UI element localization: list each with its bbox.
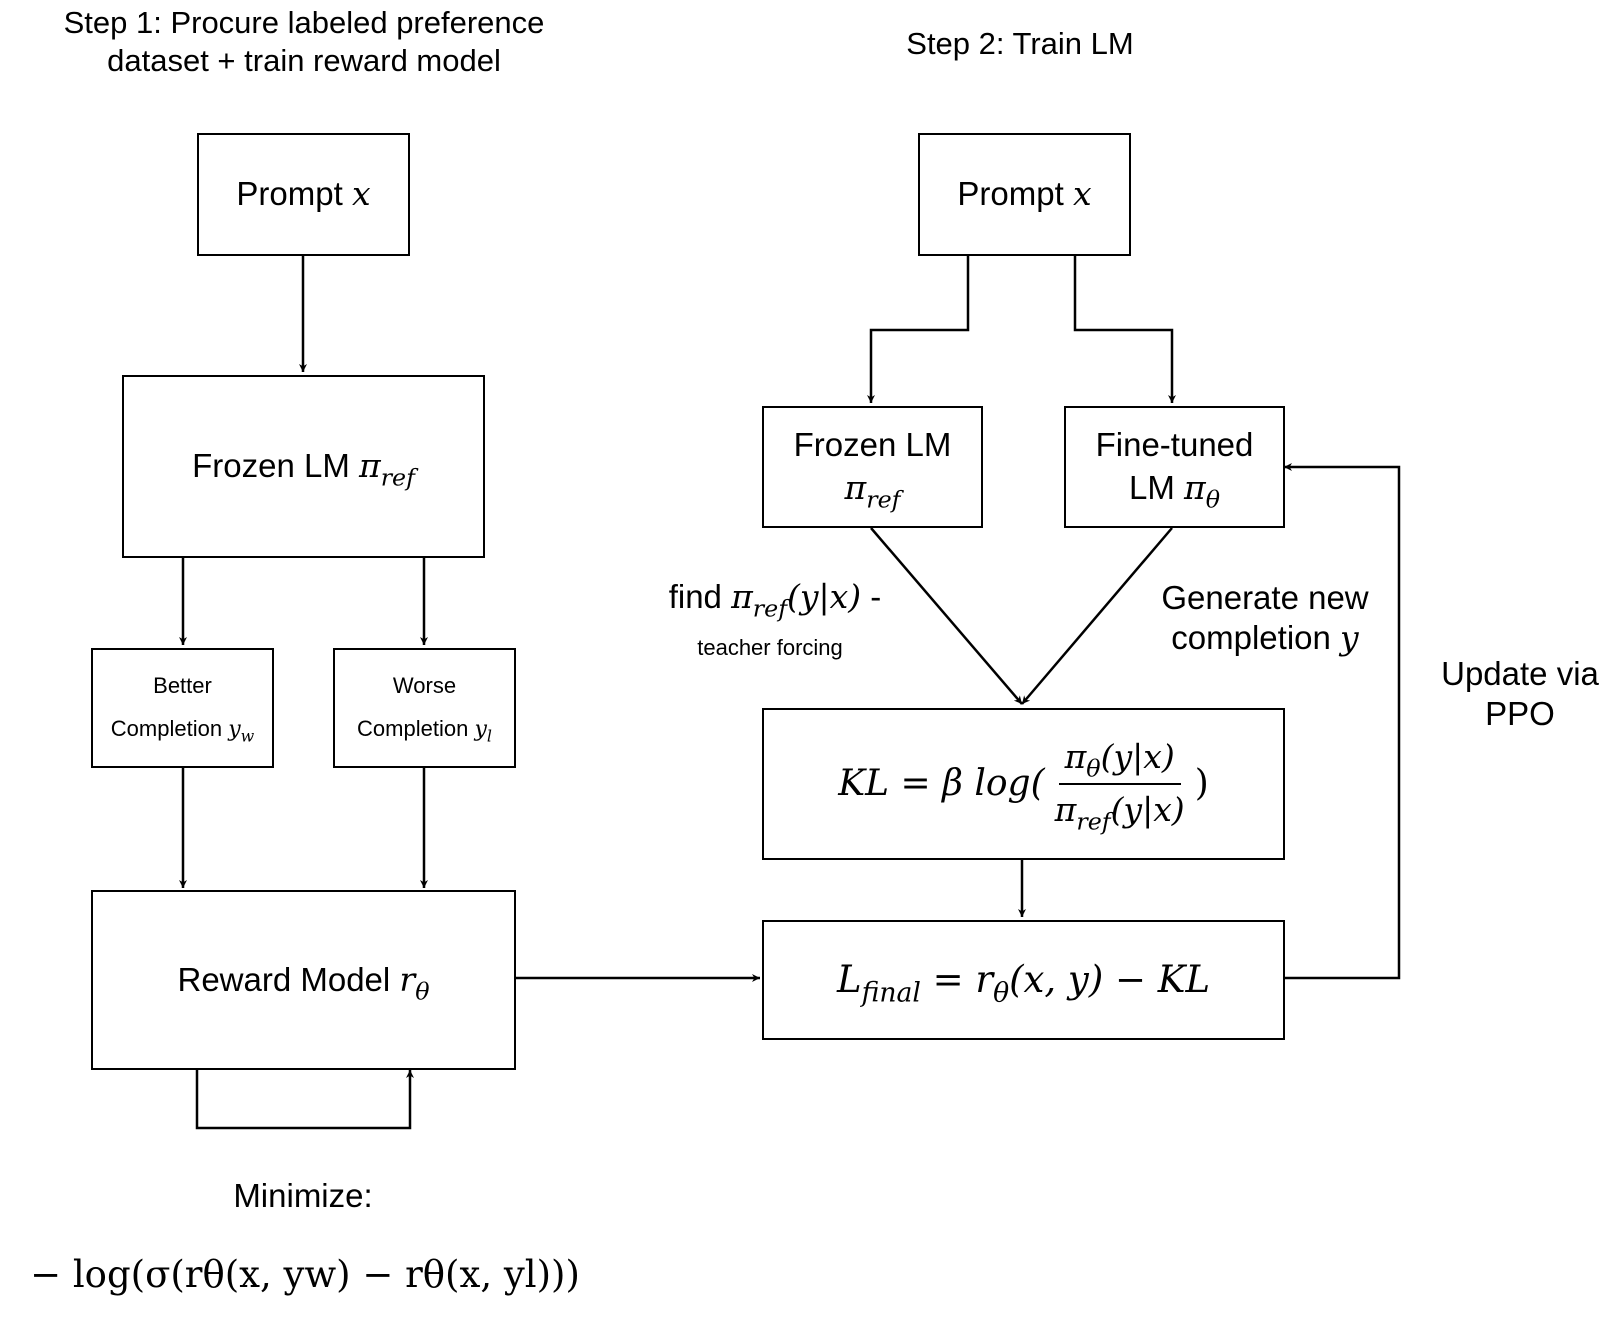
arrow-reward-model-loop xyxy=(195,1068,414,1130)
arrow-frozen-lm-to-kl xyxy=(870,527,1023,705)
step1-title-line1: Step 1: Procure labeled preference xyxy=(63,5,545,40)
step2-title: Step 2: Train LM xyxy=(906,26,1134,61)
teacher-forcing-label: teacher forcing xyxy=(697,635,843,660)
arrow-finetuned-lm-to-kl xyxy=(1021,527,1173,705)
step2-prompt-box: Prompt x xyxy=(918,133,1131,256)
reward-model-box: Reward Model rθ xyxy=(91,890,516,1070)
generate-label: Generate new completion y xyxy=(1161,579,1369,658)
step1-frozen-lm-box: Frozen LM πref xyxy=(122,375,485,558)
final-loss-box: Lfinal = rθ(x, y) − KL xyxy=(762,920,1285,1040)
loss-formula: − log(σ(rθ(x, yw) − rθ(x, yl))) xyxy=(30,1253,580,1296)
worse-completion-box: Worse Completion yl xyxy=(333,648,516,768)
step1-title-line2: dataset + train reward model xyxy=(107,42,501,78)
update-via-ppo-label: Update via PPO xyxy=(1441,655,1599,733)
arrow-prompt-to-frozen-lm-2 xyxy=(867,256,970,403)
arrow-update-via-ppo xyxy=(1282,463,1401,980)
step1-prompt-box: Prompt x xyxy=(197,133,410,256)
finetuned-lm-box: Fine-tuned LM πθ xyxy=(1064,406,1285,528)
prompt-variable: x xyxy=(351,174,371,214)
prompt-label: Prompt xyxy=(236,175,352,213)
arrow-prompt-to-finetuned-lm xyxy=(1073,256,1176,403)
kl-fraction: πθ(y|x) πref(y|x) xyxy=(1054,737,1185,836)
find-label: find πref(y|x) - xyxy=(668,577,882,623)
better-completion-box: Better Completion yw xyxy=(91,648,274,768)
kl-formula-box: KL = β log( πθ(y|x) πref(y|x) ) xyxy=(762,708,1285,860)
step1-title: Step 1: Procure labeled preference datas… xyxy=(14,4,594,80)
minimize-label: Minimize: xyxy=(233,1177,373,1214)
step2-frozen-lm-box: Frozen LM πref xyxy=(762,406,983,528)
